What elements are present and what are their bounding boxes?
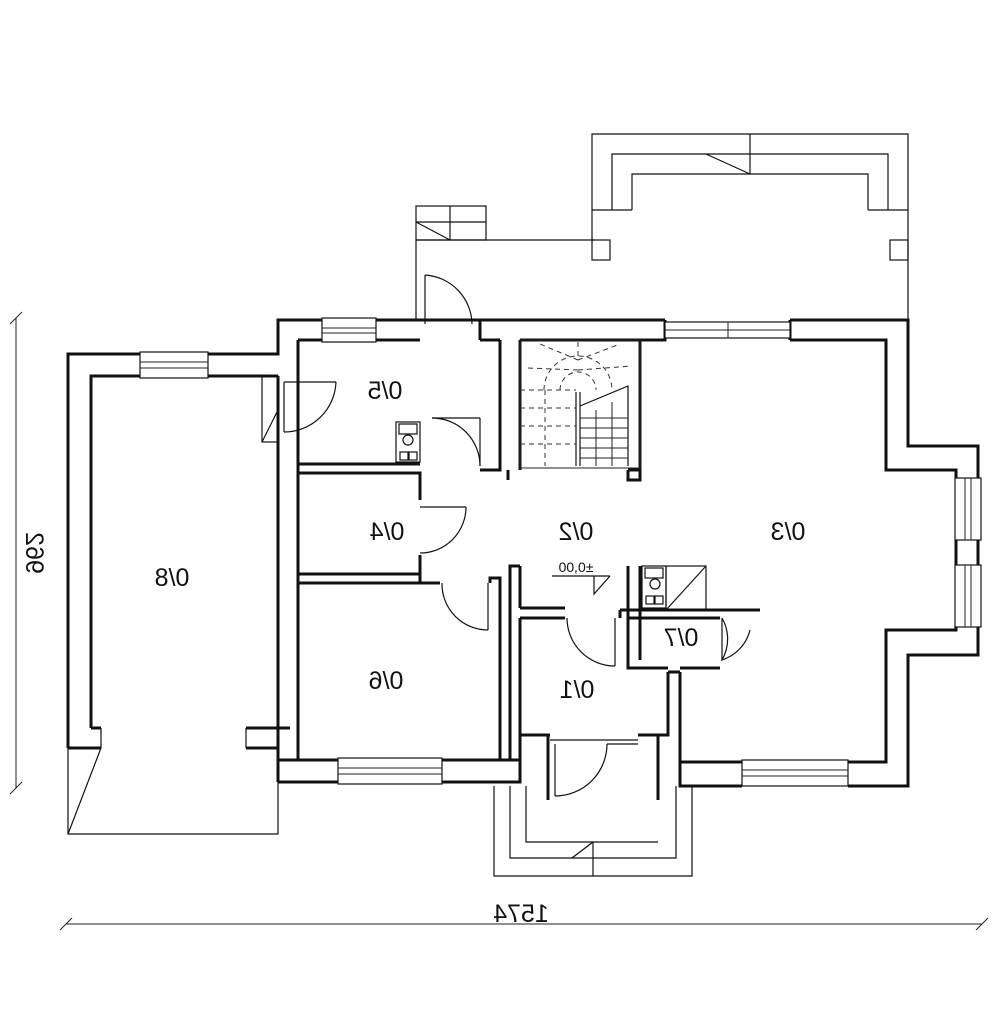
chimney-05: [395, 421, 421, 463]
width-dimension-line: [59, 917, 989, 931]
garage-details: [67, 375, 279, 835]
window-03-bottom: [741, 759, 849, 787]
height-dimension-label: 962: [20, 532, 48, 574]
room-label-01: 0/1: [560, 676, 595, 704]
window-garage: [139, 351, 209, 379]
room-label-02: 0/2: [559, 518, 594, 546]
terrace-bottom: [493, 786, 693, 877]
window-03-right-a: [954, 477, 982, 541]
window-05: [321, 317, 377, 343]
terrace-top: [415, 133, 909, 320]
room-label-07: 0/7: [664, 624, 699, 652]
windows: [139, 317, 982, 787]
room-label-06: 0/6: [369, 667, 404, 695]
doors: [283, 274, 751, 797]
width-dimension-label: 1574: [493, 900, 549, 928]
room-label-04: 0/4: [370, 518, 405, 546]
height-dimension-line: [9, 311, 23, 795]
room-label-05: 0/5: [368, 377, 403, 405]
level-marker: [552, 575, 611, 596]
window-06: [337, 757, 443, 785]
level-label: ±0,00: [558, 559, 593, 575]
room-label-03: 0/3: [771, 518, 806, 546]
chimney-07: [641, 565, 707, 611]
staircase: [519, 339, 641, 469]
window-03-right-b: [954, 564, 982, 628]
room-label-08: 0/8: [155, 564, 190, 592]
